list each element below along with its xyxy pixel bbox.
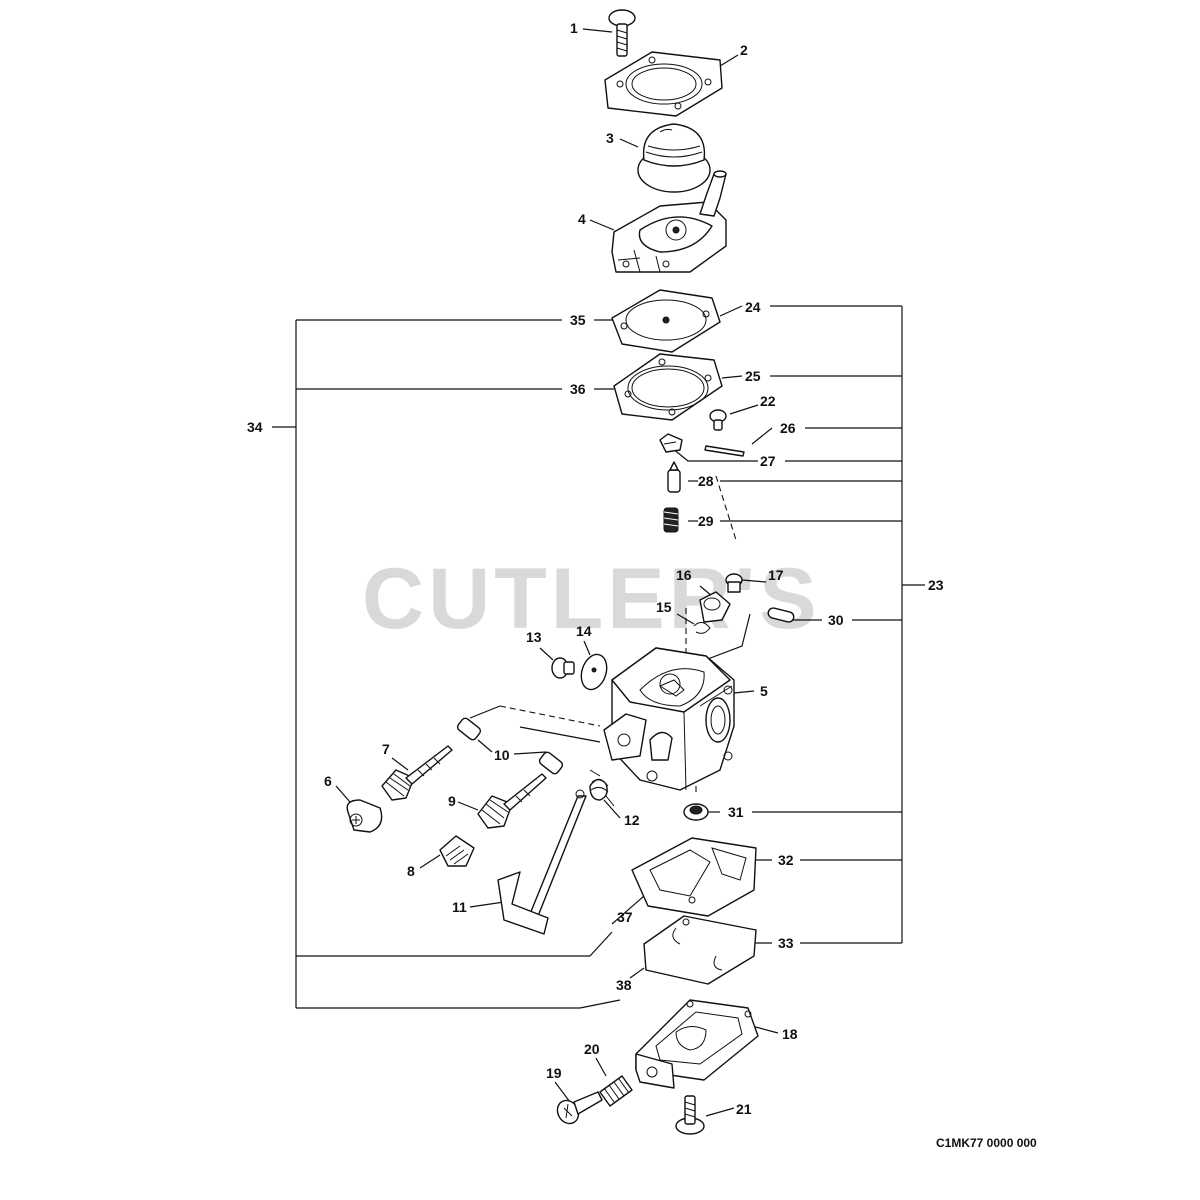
callout-17: 17 xyxy=(768,567,784,583)
gasket-part-2 xyxy=(604,51,723,117)
clip-part-15 xyxy=(693,622,711,634)
callout-12: 12 xyxy=(624,812,640,828)
callout-24: 24 xyxy=(745,299,761,315)
gasket-part-32 xyxy=(631,837,757,917)
torsion-spring-part-12 xyxy=(589,769,615,807)
limiter-cap-part-6 xyxy=(346,799,383,833)
pin-part-26 xyxy=(704,445,745,457)
kit-bracket-34 xyxy=(272,319,590,1009)
limiter-cap-part-8 xyxy=(439,835,475,867)
callout-9: 9 xyxy=(448,793,456,809)
callout-20: 20 xyxy=(584,1041,600,1057)
callout-13: 13 xyxy=(526,629,542,645)
screw-part-19 xyxy=(556,1091,603,1125)
plug-part-31 xyxy=(683,803,709,821)
watermark: CUTLER'S xyxy=(362,551,821,647)
callout-19: 19 xyxy=(546,1065,562,1081)
callout-10: 10 xyxy=(494,747,510,763)
callout-30: 30 xyxy=(828,612,844,628)
callout-23: 23 xyxy=(928,577,944,593)
callout-7: 7 xyxy=(382,741,390,757)
callout-38: 38 xyxy=(616,977,632,993)
screw-part-21 xyxy=(675,1095,705,1135)
throttle-plate-part-14 xyxy=(580,653,608,691)
callout-16: 16 xyxy=(676,567,692,583)
primer-bulb-part-3 xyxy=(637,123,711,193)
callout-21: 21 xyxy=(736,1101,752,1117)
leader-lines xyxy=(335,28,822,1117)
spring-part-20 xyxy=(599,1075,633,1107)
callout-27: 27 xyxy=(760,453,776,469)
callout-22: 22 xyxy=(760,393,776,409)
kit-bracket-23 xyxy=(720,305,925,944)
cap-part-10-lower xyxy=(538,751,564,775)
adjusting-needle-part-7 xyxy=(381,745,453,801)
screw-part-17 xyxy=(725,573,743,593)
callout-36: 36 xyxy=(570,381,586,397)
callout-29: 29 xyxy=(698,513,714,529)
callout-33: 33 xyxy=(778,935,794,951)
callout-25: 25 xyxy=(745,368,761,384)
needle-part-28 xyxy=(667,461,681,493)
jet-part-16 xyxy=(699,591,731,623)
callout-8: 8 xyxy=(407,863,415,879)
gasket-part-36 xyxy=(613,353,723,421)
callout-6: 6 xyxy=(324,773,332,789)
throttle-shaft-part-11 xyxy=(497,789,587,935)
callout-labels: 1 2 3 4 24 35 25 36 22 34 26 27 28 29 16… xyxy=(247,20,944,1117)
callout-32: 32 xyxy=(778,852,794,868)
spring-part-29 xyxy=(663,507,679,533)
callout-18: 18 xyxy=(782,1026,798,1042)
callout-14: 14 xyxy=(576,623,592,639)
callout-4: 4 xyxy=(578,211,586,227)
adjusting-needle-part-9 xyxy=(477,773,547,829)
callout-11: 11 xyxy=(452,899,467,915)
metering-cover-part-18 xyxy=(635,999,759,1089)
callout-5: 5 xyxy=(760,683,768,699)
callout-1: 1 xyxy=(570,20,578,36)
drawing-code: C1MK77 0000 000 xyxy=(936,1136,1037,1150)
callout-2: 2 xyxy=(740,42,748,58)
lever-part-27 xyxy=(659,433,683,453)
callout-26: 26 xyxy=(780,420,796,436)
screw-part-13 xyxy=(551,657,575,679)
carburetor-body-part-5 xyxy=(603,647,735,791)
callout-31: 31 xyxy=(728,804,744,820)
screw-part-1 xyxy=(608,9,636,57)
cap-part-10-upper xyxy=(456,717,482,741)
pump-cover-part-4 xyxy=(611,170,727,273)
plug-part-30 xyxy=(767,607,795,623)
screw-part-22 xyxy=(709,409,727,431)
callout-34: 34 xyxy=(247,419,263,435)
callout-37: 37 xyxy=(617,909,633,925)
diaphragm-part-33 xyxy=(643,915,757,985)
callout-35: 35 xyxy=(570,312,586,328)
callout-3: 3 xyxy=(606,130,614,146)
callout-28: 28 xyxy=(698,473,714,489)
diaphragm-part-35 xyxy=(611,289,721,353)
callout-15: 15 xyxy=(656,599,672,615)
